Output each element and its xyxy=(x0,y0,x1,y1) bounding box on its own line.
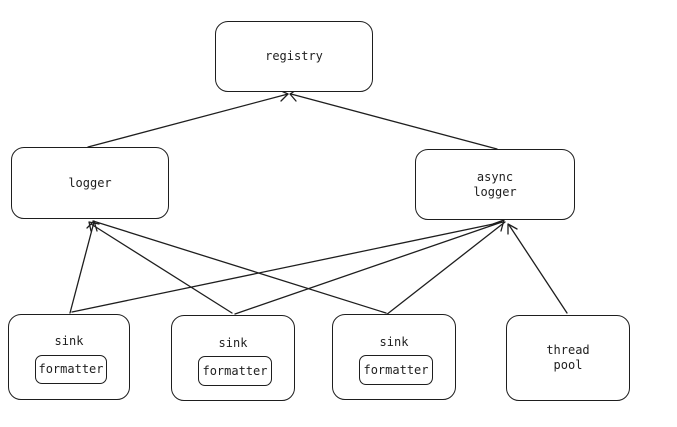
edge-sink3-to-logger xyxy=(92,220,387,314)
async-logger-node: async logger xyxy=(415,149,575,220)
arrowhead-icon xyxy=(492,219,505,232)
logger-label: logger xyxy=(68,175,112,190)
arrowhead-icon xyxy=(88,221,100,232)
sink-label: sink xyxy=(54,334,84,348)
thread-pool-node: thread pool xyxy=(506,315,630,401)
edge-sink1-to-async-logger xyxy=(71,221,504,313)
async-logger-label: async logger xyxy=(473,169,517,199)
sink-node-1: sink formatter xyxy=(8,314,130,400)
edge-thread-pool-to-async-logger xyxy=(508,224,568,314)
arrowhead-icon xyxy=(507,223,518,235)
edge-sink1-to-logger xyxy=(69,221,95,314)
logger-node: logger xyxy=(11,147,169,219)
edge-sink3-to-async-logger xyxy=(385,221,506,316)
sink-label: sink xyxy=(218,336,248,350)
formatter-box: formatter xyxy=(198,356,272,386)
edge-async-logger-to-registry xyxy=(290,93,498,150)
sink-node-3: sink formatter xyxy=(332,314,456,400)
edge-logger-to-registry xyxy=(87,93,289,148)
edge-sink2-to-logger xyxy=(90,223,233,314)
formatter-box: formatter xyxy=(359,355,433,385)
sink-node-2: sink formatter xyxy=(171,315,295,401)
registry-label: registry xyxy=(265,49,323,63)
thread-pool-label: thread pool xyxy=(546,343,590,372)
formatter-label: formatter xyxy=(38,362,104,376)
formatter-box: formatter xyxy=(35,355,107,384)
formatter-label: formatter xyxy=(363,362,429,377)
formatter-label: formatter xyxy=(202,363,268,378)
registry-node: registry xyxy=(215,21,373,92)
edge-sink2-to-async-logger xyxy=(234,221,503,315)
sink-label: sink xyxy=(379,335,409,349)
